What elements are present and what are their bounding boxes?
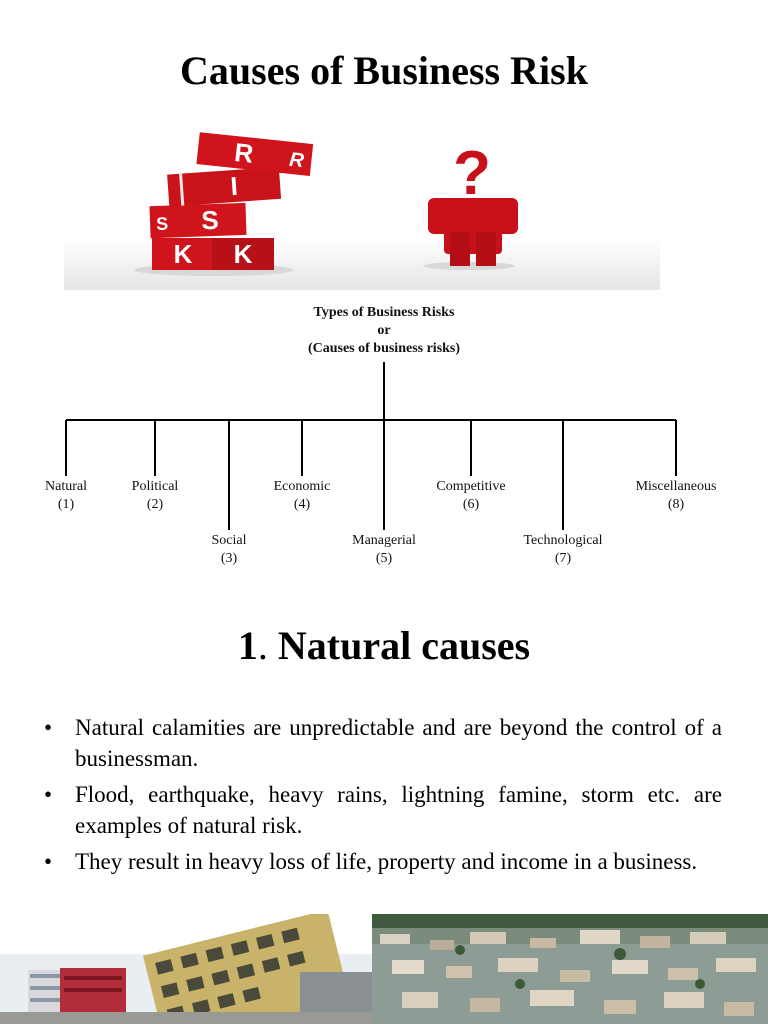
branch-competitive: Competitive(6) [436,479,506,512]
branch-social: Social(3) [211,533,247,566]
diagram-root-label: Types of Business Risks or (Causes of bu… [264,304,504,358]
branch-economic: Economic(4) [273,479,331,512]
bullet-icon: • [44,782,53,807]
bullet-icon: • [44,849,53,874]
section-number: 1 [237,623,258,668]
block-letter: I [229,171,238,201]
risk-illustration: K K S S I R R ? [64,120,660,290]
list-item: • They result in heavy loss of life, pro… [44,846,722,877]
list-item: • Natural calamities are unpredictable a… [44,712,722,774]
page-title: Causes of Business Risk [180,48,588,93]
flooded-town-photo [372,914,768,1024]
bullet-text: They result in heavy loss of life, prope… [75,849,698,874]
section-heading: 1. Natural causes [0,620,768,672]
letter-block-k2: K [212,238,274,270]
business-risks-diagram: Types of Business Risks or (Causes of bu… [0,296,768,586]
block-side-letter: R [288,149,305,172]
block-side-letter: S [156,214,169,234]
collapsed-building-photo [0,914,372,1024]
bullet-text: Natural calamities are unpredictable and… [75,715,722,771]
section-title: Natural causes [267,623,531,668]
section-dot: . [257,623,268,668]
disaster-photos [0,914,768,1024]
diagram-root-line1: Types of Business Risks [313,305,455,320]
branch-natural: Natural(1) [45,479,87,512]
bullet-list: • Natural calamities are unpredictable a… [44,712,722,882]
bullet-text: Flood, earthquake, heavy rains, lightnin… [75,782,722,838]
branch-political: Political(2) [131,479,179,512]
bullet-icon: • [44,715,53,740]
block-letter: R [233,137,255,169]
diagram-root-line2: or [377,323,391,338]
block-letter: K [234,239,253,269]
branch-miscellaneous: Miscellaneous(8) [635,479,717,512]
letter-block-k: K [152,238,214,270]
block-letter: K [174,239,193,269]
block-letter: S [201,205,219,236]
diagram-root-line3: (Causes of business risks) [307,341,461,356]
list-item: • Flood, earthquake, heavy rains, lightn… [44,779,722,841]
question-person-icon: ? [428,139,518,266]
svg-text:?: ? [453,139,491,208]
branch-managerial: Managerial(5) [352,533,416,566]
branch-technological: Technological(7) [523,533,603,566]
